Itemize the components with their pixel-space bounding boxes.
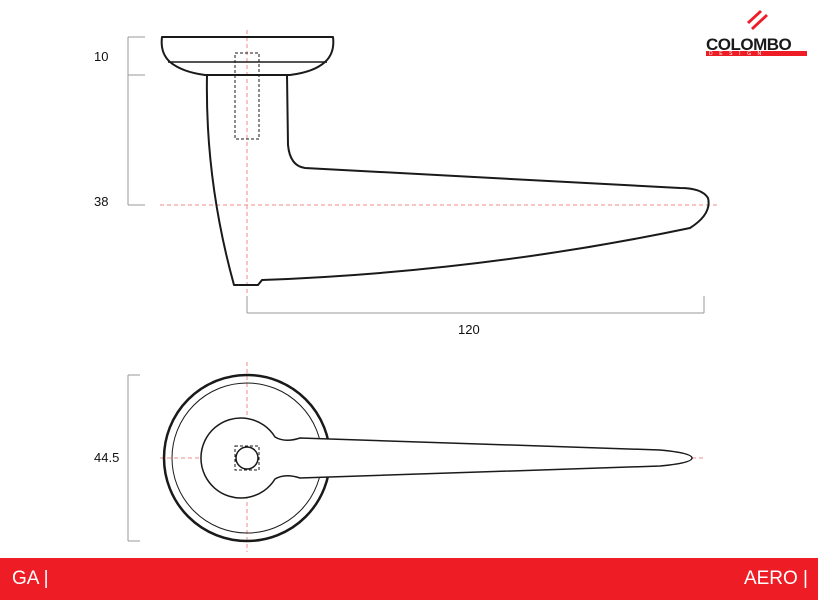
rose-profile <box>160 36 335 76</box>
logo-name: COLOMBO <box>706 35 792 54</box>
spindle-square <box>234 445 260 471</box>
footer-band <box>0 558 818 600</box>
top-view-dimensions <box>127 374 140 542</box>
handle-top-view <box>162 373 693 543</box>
brand-logo: COLOMBO DESIGN <box>706 10 807 57</box>
lever-top-outline <box>200 417 693 499</box>
logo-subtitle: DESIGN <box>709 51 768 57</box>
dim-handle-length: 120 <box>458 322 480 337</box>
dim-rose-diameter: 44.5 <box>94 450 119 465</box>
dim-handle-height: 38 <box>94 194 108 209</box>
footer-bar: GA | AERO | <box>0 558 818 600</box>
logo-mark-icon <box>747 10 768 30</box>
logo-bar <box>706 51 807 56</box>
side-view-dimensions <box>127 36 705 314</box>
lever-profile <box>205 74 710 286</box>
spindle-hidden-outline <box>234 52 260 140</box>
footer-left-label: GA | <box>12 568 49 589</box>
handle-side-view <box>160 36 710 286</box>
footer-right-label: AERO | <box>743 568 808 589</box>
dim-rose-height: 10 <box>94 49 108 64</box>
spindle-circle <box>235 446 259 470</box>
side-view-centerlines <box>160 30 718 298</box>
